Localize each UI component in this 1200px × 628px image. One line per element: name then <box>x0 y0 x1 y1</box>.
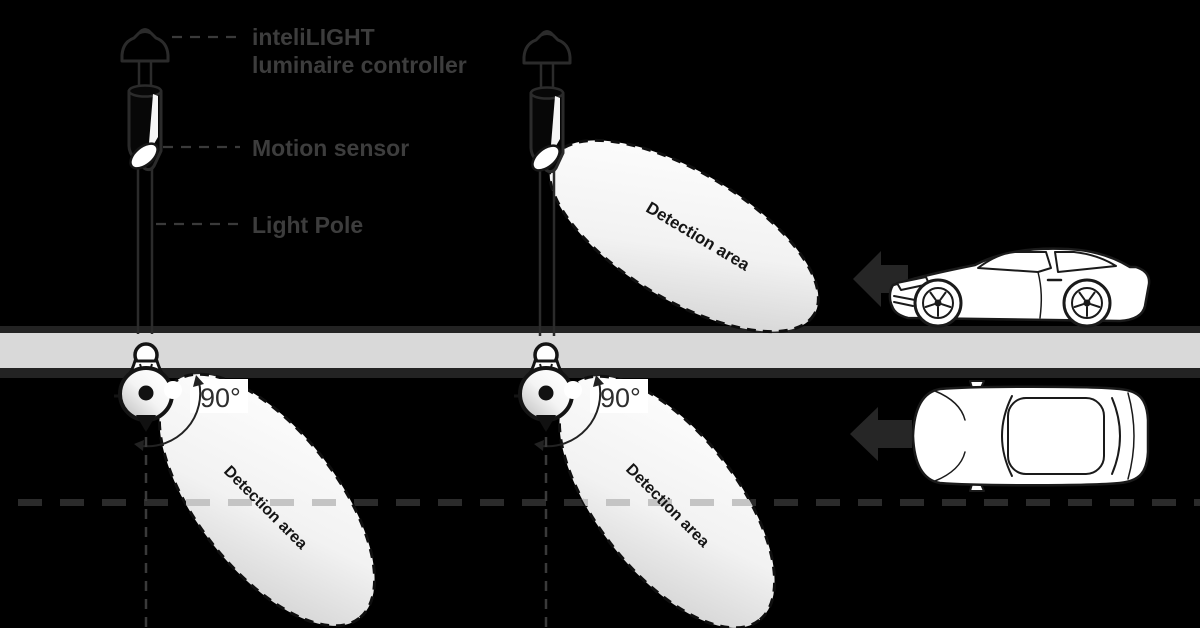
road-edge-top <box>0 326 1200 333</box>
motion-sensor-label: Motion sensor <box>252 135 409 161</box>
road-surface <box>0 333 1200 368</box>
rear-wheel <box>1062 278 1112 328</box>
hood-creases <box>934 390 966 482</box>
windshield-line <box>1001 395 1013 477</box>
quarter-window <box>1054 251 1117 273</box>
direction-arrow-icon-bottom <box>850 407 912 461</box>
car-side-icon <box>888 247 1151 328</box>
detection-area-left: Detection area <box>119 372 415 628</box>
angle-value: 90° <box>600 383 641 413</box>
sensor-top-view-left <box>112 342 184 628</box>
beam-angle-annotation-middle: 90° <box>534 375 648 451</box>
grille-lines <box>893 295 916 307</box>
luminaire-controller-label-line2: luminaire controller <box>252 52 467 78</box>
legend-pole <box>120 26 170 336</box>
front-window <box>977 251 1052 273</box>
arc-arrowhead-end <box>193 375 204 387</box>
car-top-icon <box>911 380 1150 492</box>
arc-arrowhead-start <box>534 440 544 451</box>
angle-value: 90° <box>200 383 241 413</box>
angle-arc <box>541 381 602 448</box>
angle-arc <box>141 381 202 448</box>
trunk-line <box>1127 392 1135 480</box>
road <box>0 326 1200 378</box>
door-line <box>1037 271 1043 319</box>
sensor-top-view-middle <box>512 342 584 628</box>
roof <box>1007 397 1105 475</box>
rear-window-line <box>1111 397 1121 475</box>
road-edge-bottom <box>0 368 1200 378</box>
arc-arrowhead-end <box>593 375 604 387</box>
front-wheel <box>913 278 963 328</box>
legend: inteliLIGHT luminaire controller Motion … <box>156 24 467 238</box>
beam-angle-annotation-left: 90° <box>134 375 248 451</box>
arc-arrowhead-start <box>134 440 144 451</box>
luminaire-controller-label-line1: inteliLIGHT <box>252 24 375 50</box>
light-pole-label: Light Pole <box>252 212 363 238</box>
